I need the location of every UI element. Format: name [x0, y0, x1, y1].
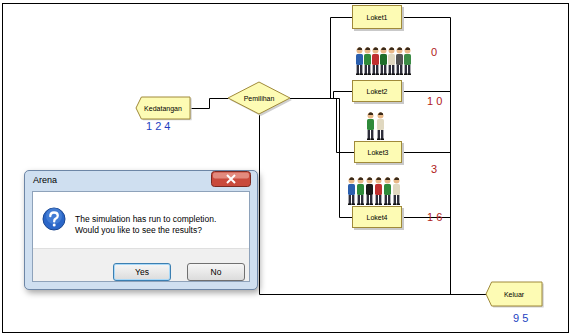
queue-loket3	[367, 112, 384, 140]
queue-count: 1 0	[427, 95, 442, 107]
module-label: Loket1	[366, 14, 387, 21]
connector-line	[403, 18, 487, 295]
module-label: Pemilihan	[244, 95, 275, 102]
process-box: Loket3	[354, 141, 402, 163]
connector-line	[291, 99, 353, 218]
connector-line	[291, 18, 353, 99]
connector-line	[291, 99, 355, 153]
process-box: Loket2	[352, 80, 402, 102]
module-label: Loket4	[366, 214, 387, 221]
process-box: Loket1	[352, 5, 402, 29]
dialog-button: Yes	[113, 263, 171, 281]
button-label: No	[211, 267, 222, 277]
queue-count: 1 6	[427, 211, 442, 223]
connector-line	[191, 99, 229, 109]
module-label: Loket2	[366, 88, 387, 95]
question-icon	[42, 207, 66, 231]
module-label: Kedatangan	[144, 105, 182, 112]
connector-line	[260, 115, 487, 295]
connector-line	[403, 92, 487, 295]
decision-diamond: Pemilihan	[228, 82, 290, 114]
dispose-module: Keluar	[486, 282, 542, 306]
entity-count: 9 5	[513, 312, 528, 324]
connector-line	[403, 218, 487, 295]
module-label: Keluar	[504, 291, 524, 298]
process-box: Loket4	[352, 206, 402, 228]
button-label: Yes	[135, 267, 149, 277]
queue-loket4	[348, 177, 400, 205]
queue-count: 3	[431, 163, 437, 175]
queue-loket2	[356, 47, 411, 75]
create-module: Kedatangan	[136, 97, 190, 119]
module-label: Loket3	[367, 149, 388, 156]
connector-line	[291, 92, 353, 99]
queue-count: 0	[431, 46, 437, 58]
entity-count: 1 2 4	[146, 120, 170, 132]
dialog-window: ArenaThe simulation has run to completio…	[24, 170, 258, 290]
close-button	[211, 171, 251, 187]
connector-line	[403, 153, 487, 295]
dialog-message: The simulation has run to completion. Wo…	[75, 214, 235, 236]
window-title: Arena	[33, 175, 57, 185]
dialog-button: No	[187, 263, 245, 281]
